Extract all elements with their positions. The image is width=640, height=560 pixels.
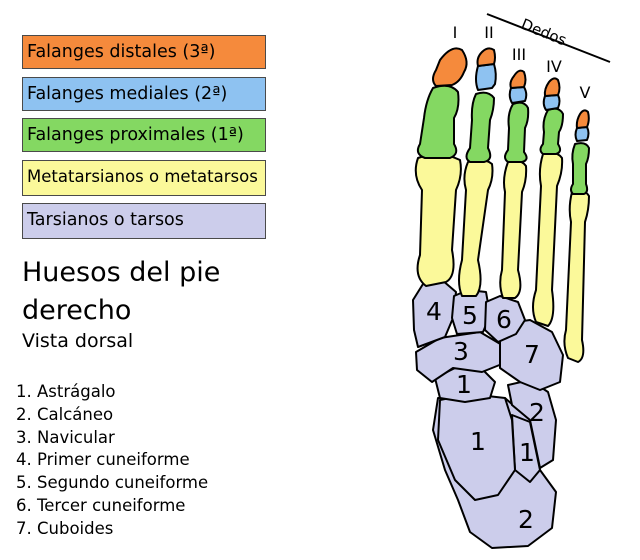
- dedos-label: Dedos: [519, 15, 570, 49]
- bone-number-talus: 1: [470, 427, 486, 456]
- legend-label: Tarsianos o tarsos: [27, 210, 184, 230]
- legend-label: Falanges distales (3ª): [27, 42, 216, 62]
- legend-distal-phalanges: Falanges distales (3ª): [22, 35, 266, 69]
- list-item: 5. Segundo cuneiforme: [16, 473, 209, 493]
- dedos-bracket-line: [486, 13, 611, 63]
- bone-number-cuneiform-3: 6: [496, 305, 512, 334]
- list-item: 4. Primer cuneiforme: [16, 450, 190, 470]
- list-item: 7. Cuboides: [16, 518, 114, 538]
- metatarsal-5: [563, 189, 590, 363]
- bone-number-navicular: 3: [453, 337, 469, 366]
- list-item: 2. Calcáneo: [16, 404, 114, 424]
- distal-phalanx-4: [543, 77, 561, 97]
- distal-phalanx-1: [432, 47, 468, 87]
- legend-tarsals: Tarsianos o tarsos: [22, 203, 266, 239]
- toe-numeral-1: I: [453, 23, 458, 42]
- toe-numeral-3: III: [512, 45, 526, 64]
- toe-numeral-2: II: [484, 23, 493, 42]
- metatarsal-3: [499, 159, 528, 299]
- toe-numeral-4: IV: [546, 57, 562, 76]
- proximal-phalanx-1: [416, 84, 460, 159]
- proximal-phalanx-2: [465, 91, 495, 163]
- distal-phalanx-2: [476, 47, 496, 67]
- navicular: [415, 331, 503, 383]
- bone-number-cuboid: 7: [524, 340, 540, 369]
- metatarsal-2: [458, 158, 494, 297]
- proximal-phalanx-4: [539, 107, 564, 155]
- page-title: Huesos del pie derecho: [22, 257, 221, 326]
- toe-numeral-5: V: [580, 83, 591, 102]
- legend-proximal-phalanges: Falanges proximales (1ª): [22, 118, 266, 152]
- list-item: 1. Astrágalo: [16, 382, 116, 401]
- medial-phalanx-5: [574, 126, 590, 142]
- medial-phalanx-4: [542, 94, 561, 111]
- proximal-phalanx-5: [570, 142, 590, 195]
- bone-number-talus-head: 1: [456, 370, 472, 399]
- medial-phalanx-3: [508, 86, 528, 104]
- distal-phalanx-3: [509, 69, 527, 89]
- bone-number-calcaneus-top: 2: [529, 398, 545, 427]
- distal-phalanx-5: [575, 109, 590, 129]
- legend-metatarsals: Metatarsianos o metatarsos: [22, 160, 266, 196]
- metatarsal-1: [414, 153, 462, 287]
- list-item: 6. Tercer cuneiforme: [16, 495, 186, 515]
- list-item: 3. Navicular: [16, 427, 115, 447]
- bone-number-cuneiform-2: 5: [462, 301, 478, 330]
- legend-medial-phalanges: Falanges mediales (2ª): [22, 77, 266, 111]
- medial-phalanx-2: [475, 63, 497, 91]
- bone-number-talus-side: 1: [519, 438, 535, 467]
- page-subtitle: Vista dorsal: [22, 330, 134, 352]
- metatarsal-4: [532, 151, 564, 327]
- bone-number-calcaneus-bottom: 2: [518, 505, 534, 534]
- legend-label: Metatarsianos o metatarsos: [27, 167, 258, 186]
- bone-number-cuneiform-1: 4: [426, 297, 442, 326]
- proximal-phalanx-3: [504, 101, 530, 163]
- legend-label: Falanges proximales (1ª): [27, 125, 244, 145]
- bone-list: 1. Astrágalo 2. Calcáneo 3. Navicular 4.…: [16, 381, 208, 541]
- legend-label: Falanges mediales (2ª): [27, 84, 228, 104]
